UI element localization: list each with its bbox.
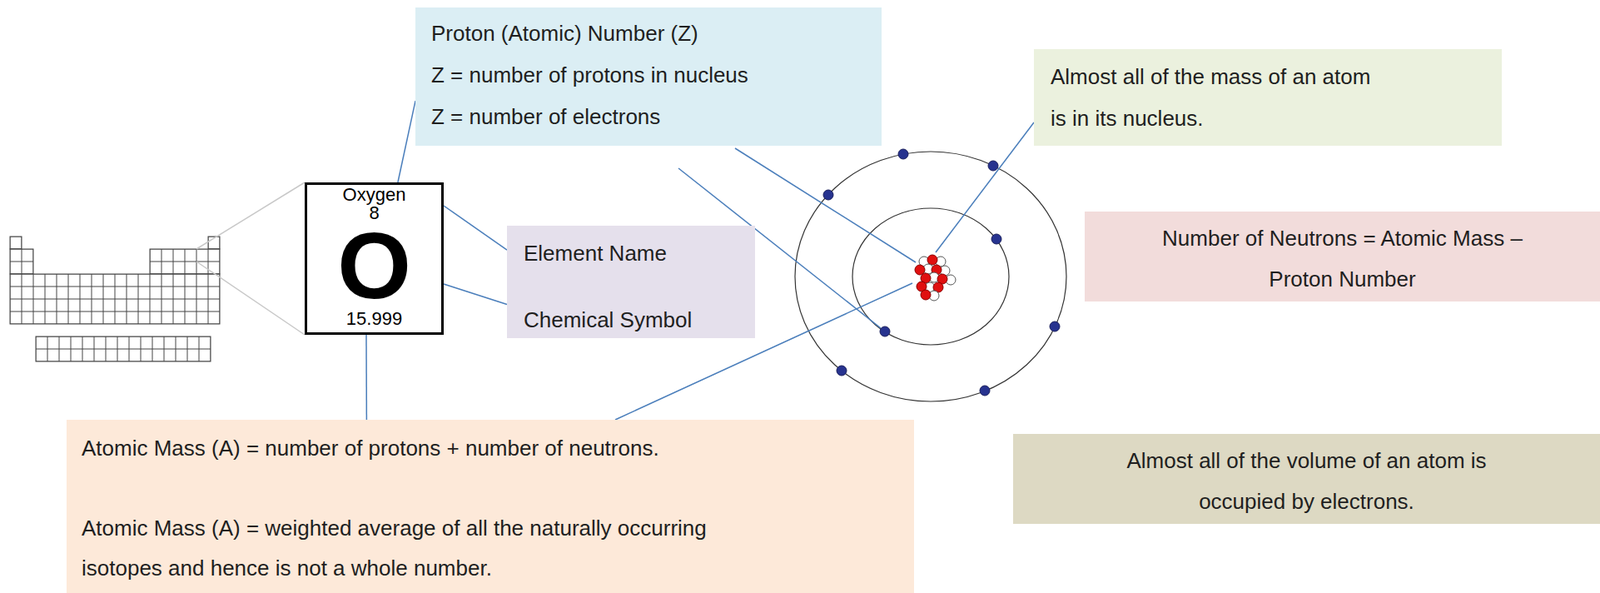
info-box: Almost all of the mass of an atom is in … [1033,49,1502,146]
outer-shell [795,151,1067,402]
zoom-line [196,261,305,335]
table-block [9,273,220,324]
box-text: Z = number of electrons [431,95,869,138]
table-block [9,248,34,274]
box-text: Almost all of the volume of an atom is o… [1107,440,1507,522]
table-cell [9,236,22,249]
electron [988,160,999,171]
leader-line [443,283,507,304]
leader-line [735,148,916,263]
proton [927,254,938,265]
electron [991,233,1002,244]
electron [836,365,847,376]
periodic-table-icon [9,236,220,362]
proton [920,289,931,300]
box-text: Number of Neutrons = Atomic Mass – Proto… [1147,218,1539,300]
tile-text: O [307,222,442,309]
key-box: Element NameChemical Symbol [506,225,756,338]
box-text: Atomic Mass (A) = weighted average of al… [81,507,748,588]
info-box: Almost all of the volume of an atom is o… [1013,433,1600,524]
box-text: Atomic Mass (A) = number of protons + nu… [81,427,900,468]
info-box: Proton (Atomic) Number (Z)Z = number of … [415,7,882,146]
leader-line [397,100,416,183]
leader-line [365,334,368,420]
box-text: Chemical Symbol [523,303,747,337]
element-tile: Oxygen8O15.999 [304,182,444,335]
tile-text: 15.999 [307,308,442,329]
tile-text: 8 [307,203,442,223]
tile-text: Oxygen [307,185,442,204]
leader-line [443,205,507,250]
box-text: Z = number of protons in nucleus [431,54,869,96]
electron [898,149,909,160]
leader-line [935,122,1034,253]
zoom-line [196,182,305,249]
formula-box: Number of Neutrons = Atomic Mass – Proto… [1084,211,1600,302]
info-box: Atomic Mass (A) = number of protons + nu… [66,419,915,593]
box-text: Element Name [523,232,747,274]
box-text: Proton (Atomic) Number (Z) [431,12,869,55]
electron [823,189,834,200]
atom-model [795,149,1067,402]
f-block [35,336,211,362]
box-text: Almost all of the mass of an atom is in … [1050,55,1380,140]
nucleus [914,254,956,301]
electron [979,385,990,396]
electron [1049,321,1060,332]
electron [879,326,890,337]
